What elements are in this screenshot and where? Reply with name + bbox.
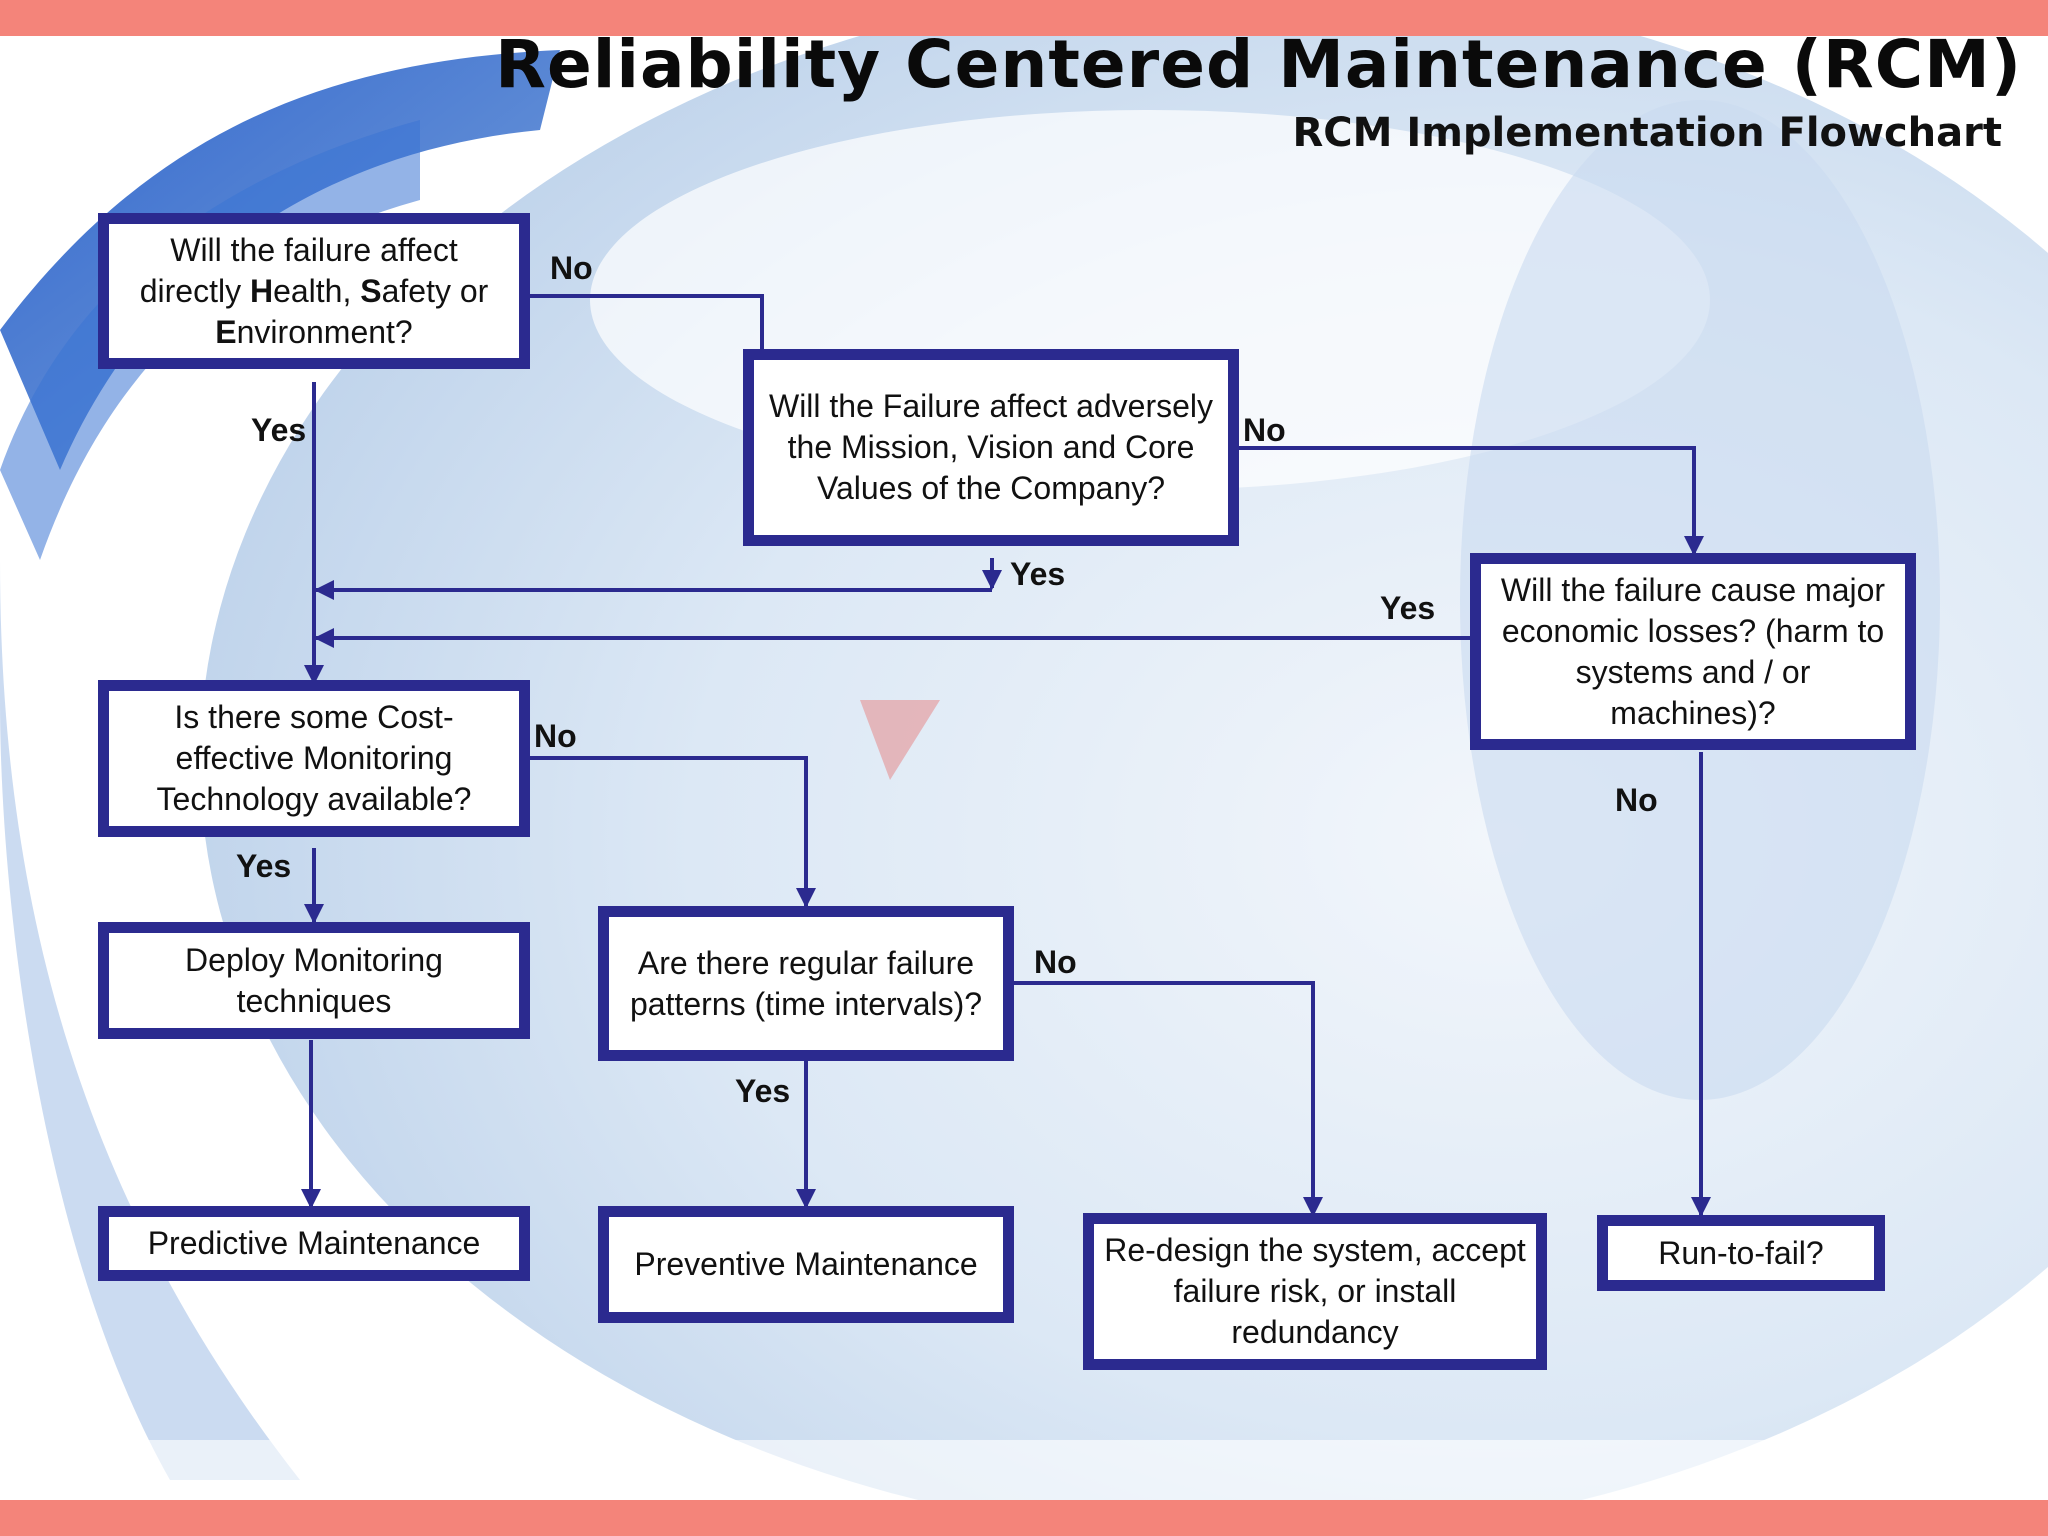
- redesign-text: Re-design the system, accept failure ris…: [1104, 1232, 1526, 1350]
- hse-letter-e: E: [215, 313, 237, 350]
- node-run-to-fail: Run-to-fail?: [1597, 1215, 1885, 1291]
- label-economic-no: No: [1615, 782, 1658, 818]
- node-predictive-maintenance: Predictive Maintenance: [98, 1206, 530, 1281]
- label-economic-yes: Yes: [1380, 590, 1436, 626]
- node-patterns-question: Are there regular failure patterns (time…: [598, 906, 1014, 1061]
- hse-letter-h: H: [249, 272, 274, 309]
- label-mission-yes: Yes: [1010, 556, 1066, 592]
- node-mission-question: Will the Failure affect adversely the Mi…: [743, 349, 1239, 546]
- node-preventive-maintenance: Preventive Maintenance: [598, 1206, 1014, 1323]
- hse-text-environment: nvironment?: [236, 313, 413, 350]
- hse-text-prefix: Will the failure affect directly: [139, 231, 458, 309]
- page-title: Reliability Centered Maintenance (RCM): [495, 26, 2022, 103]
- connector-patterns-no: [1012, 981, 1323, 1217]
- connector-hse-no: [530, 294, 764, 350]
- label-mission-no: No: [1243, 412, 1286, 448]
- label-patterns-yes: Yes: [735, 1073, 791, 1109]
- label-monitoring-no: No: [534, 718, 577, 754]
- label-monitoring-yes: Yes: [236, 848, 292, 884]
- page-subtitle: RCM Implementation Flowchart: [1292, 110, 2002, 156]
- connector-mission-no: [1238, 446, 1704, 556]
- preventive-maintenance-text: Preventive Maintenance: [634, 1246, 978, 1282]
- node-redesign: Re-design the system, accept failure ris…: [1083, 1213, 1547, 1370]
- hse-text-safety: afety or: [381, 272, 489, 309]
- mission-question-text: Will the Failure affect adversely the Mi…: [768, 388, 1214, 506]
- node-deploy-monitoring: Deploy Monitoring techniques: [98, 922, 530, 1039]
- economic-question-text: Will the failure cause major economic lo…: [1500, 571, 1886, 731]
- node-economic-question: Will the failure cause major economic lo…: [1470, 553, 1916, 750]
- predictive-maintenance-text: Predictive Maintenance: [147, 1225, 481, 1261]
- label-patterns-no: No: [1034, 944, 1077, 980]
- run-to-fail-text: Run-to-fail?: [1658, 1234, 1824, 1271]
- node-monitoring-question: Is there some Cost-effective Monitoring …: [98, 680, 530, 837]
- top-accent-band: [0, 0, 2048, 36]
- hse-text-health: ealth,: [273, 272, 361, 309]
- deploy-monitoring-text: Deploy Monitoring techniques: [185, 941, 443, 1019]
- connector-monitoring-no: [530, 756, 816, 908]
- hse-letter-s: S: [360, 272, 382, 309]
- monitoring-question-text: Is there some Cost-effective Monitoring …: [156, 699, 472, 817]
- bottom-accent-band: [0, 1500, 2048, 1536]
- node-hse-question: Will the failure affect directly Health,…: [98, 213, 530, 369]
- label-hse-yes: Yes: [251, 412, 307, 448]
- label-hse-no: No: [550, 250, 593, 286]
- patterns-question-text: Are there regular failure patterns (time…: [629, 944, 983, 1022]
